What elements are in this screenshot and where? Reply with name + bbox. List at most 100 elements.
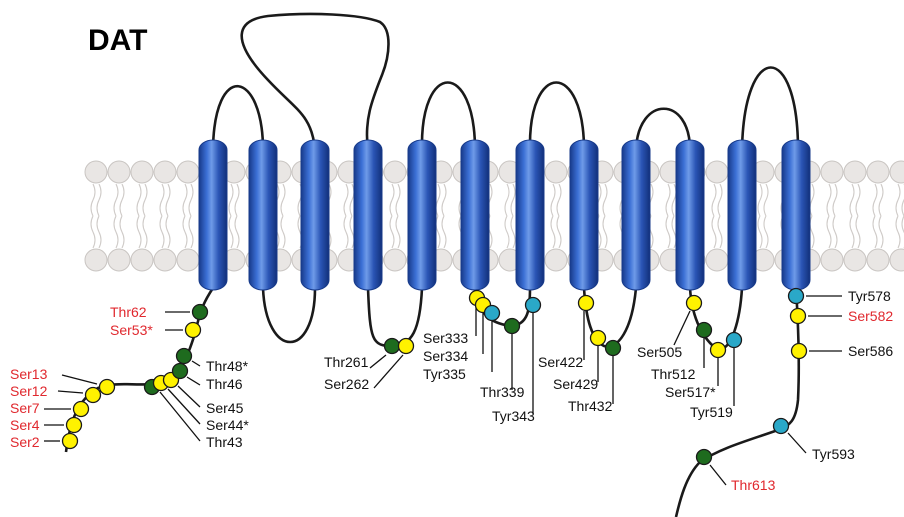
lipid-head-outer xyxy=(821,161,843,183)
diagram-title: DAT xyxy=(88,24,147,57)
lipid-tail xyxy=(281,184,285,216)
lipid-tail xyxy=(436,184,440,216)
transmembrane-helix-5 xyxy=(408,140,436,290)
lipid-head-inner xyxy=(384,249,406,271)
lipid-tail xyxy=(879,184,883,216)
lipid-tail xyxy=(442,184,446,216)
transmembrane-helix-1 xyxy=(199,140,227,290)
lipid-tail xyxy=(672,184,676,216)
lipid-head-inner xyxy=(867,249,889,271)
lipid-tail xyxy=(856,184,860,216)
residue-label-ser429: Ser429 xyxy=(553,376,598,392)
lipid-tail xyxy=(896,216,900,248)
residue-label-ser422: Ser422 xyxy=(538,354,583,370)
residue-marker-ser586 xyxy=(792,344,807,359)
lipid-tail xyxy=(229,184,233,216)
leader-line-ser262 xyxy=(374,355,403,388)
residue-label-tyr593: Tyr593 xyxy=(812,446,855,462)
residue-label-ser53: Ser53* xyxy=(110,322,153,338)
residue-label-ser582: Ser582 xyxy=(848,308,893,324)
residue-label-thr512: Thr512 xyxy=(651,366,696,382)
lipid-tail xyxy=(91,216,95,248)
residue-marker-ser4 xyxy=(67,418,82,433)
transmembrane-helix-11 xyxy=(728,140,756,290)
lipid-tail xyxy=(390,216,394,248)
lipid-tail xyxy=(160,216,164,248)
lipid-tail xyxy=(850,216,854,248)
lipid-tail xyxy=(137,184,141,216)
lipid-tail xyxy=(396,184,400,216)
lipid-tail xyxy=(189,216,193,248)
lipid-tail xyxy=(551,184,555,216)
residue-label-thr432: Thr432 xyxy=(568,398,613,414)
lipid-tail xyxy=(97,184,101,216)
residue-label-ser12: Ser12 xyxy=(10,383,48,399)
residue-marker-ser505 xyxy=(687,296,702,311)
intracellular-loop-2 xyxy=(368,288,422,346)
lipid-head-outer xyxy=(706,161,728,183)
residue-marker-thr62 xyxy=(193,305,208,320)
residue-marker-ser517 xyxy=(711,343,726,358)
transmembrane-helix-6 xyxy=(461,140,489,290)
residue-marker-thr261 xyxy=(385,339,400,354)
lipid-tail xyxy=(183,184,187,216)
residue-label-thr43: Thr43 xyxy=(206,434,243,450)
lipid-head-inner xyxy=(177,249,199,271)
leader-line-ser13 xyxy=(62,375,97,384)
residue-label-tyr578: Tyr578 xyxy=(848,288,891,304)
leader-line-ser505 xyxy=(674,311,690,345)
lipid-tail xyxy=(873,216,877,248)
residue-label-thr48: Thr48* xyxy=(206,358,249,374)
leader-line-tyr593 xyxy=(788,433,806,453)
lipid-head-inner xyxy=(821,249,843,271)
residue-marker-ser422 xyxy=(579,296,594,311)
lipid-tail xyxy=(856,216,860,248)
transmembrane-helix-12 xyxy=(782,140,810,290)
lipid-tail xyxy=(143,216,147,248)
lipid-tail xyxy=(235,216,239,248)
lipid-head-outer xyxy=(867,161,889,183)
lipid-tail xyxy=(810,184,814,216)
lipid-head-outer xyxy=(154,161,176,183)
lipid-tail xyxy=(436,216,440,248)
lipid-tail xyxy=(160,184,164,216)
leader-line-thr46 xyxy=(187,377,200,385)
lipid-tail xyxy=(896,184,900,216)
residue-marker-thr46 xyxy=(173,364,188,379)
lipid-tail xyxy=(390,184,394,216)
leader-line-ser12 xyxy=(58,391,83,393)
lipid-tail xyxy=(810,216,814,248)
residue-label-ser13: Ser13 xyxy=(10,366,48,382)
residue-label-ser7: Ser7 xyxy=(10,400,40,416)
residue-label-thr339: Thr339 xyxy=(480,384,525,400)
transmembrane-helix-3 xyxy=(301,140,329,290)
residue-marker-thr432 xyxy=(606,341,621,356)
residue-label-tyr335: Tyr335 xyxy=(423,366,466,382)
leader-line-thr48 xyxy=(192,361,200,366)
residue-label-ser333: Ser333 xyxy=(423,330,468,346)
lipid-tail xyxy=(120,216,124,248)
lipid-tail xyxy=(97,216,101,248)
lipid-head-outer xyxy=(108,161,130,183)
lipid-head-inner xyxy=(706,249,728,271)
lipid-head-inner xyxy=(545,249,567,271)
residue-marker-tyr343 xyxy=(526,298,541,313)
lipid-tail xyxy=(758,184,762,216)
lipid-tail xyxy=(442,216,446,248)
intracellular-loop-1 xyxy=(263,288,315,342)
lipid-head-inner xyxy=(85,249,107,271)
leader-line-ser44 xyxy=(168,389,200,424)
lipid-tail xyxy=(718,216,722,248)
lipid-tail xyxy=(666,216,670,248)
residue-marker-thr512 xyxy=(697,323,712,338)
residue-label-ser586: Ser586 xyxy=(848,343,893,359)
lipid-head-inner xyxy=(844,249,866,271)
residue-labels: Ser2Ser4Ser7Ser12Ser13Thr43Ser44*Ser45Th… xyxy=(10,288,893,493)
residue-marker-ser262 xyxy=(399,339,414,354)
lipid-head-outer xyxy=(545,161,567,183)
lipid-tail xyxy=(850,184,854,216)
residue-label-ser262: Ser262 xyxy=(324,376,369,392)
lipid-tail xyxy=(166,216,170,248)
lipid-head-outer xyxy=(890,161,904,183)
residue-label-ser45: Ser45 xyxy=(206,400,244,416)
